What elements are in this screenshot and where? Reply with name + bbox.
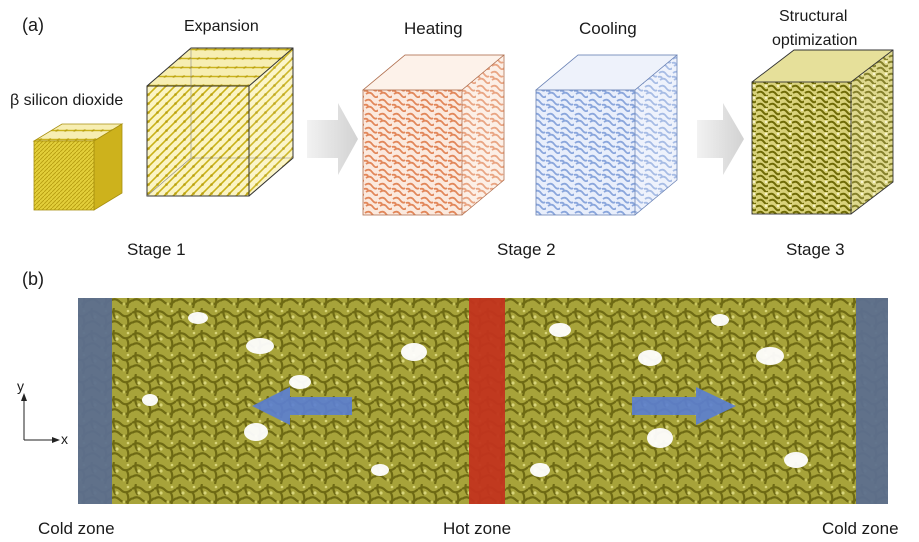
cooling-label: Cooling (579, 19, 637, 38)
heating-structure-box (361, 54, 506, 216)
optimized-structure-box (751, 49, 894, 215)
hot-zone (469, 298, 505, 504)
hot-zone-label: Hot zone (443, 519, 512, 538)
structural-label: Structural (779, 8, 848, 25)
cold-zone-right-label: Cold zone (822, 519, 899, 538)
axis-y-label: y (17, 378, 24, 394)
panel-b-label: (b) (22, 269, 44, 289)
stage-2-label: Stage 2 (497, 240, 556, 259)
cold-zone-left (78, 298, 112, 504)
stage-1-label: Stage 1 (127, 240, 186, 259)
coordinate-axes-icon (21, 393, 60, 443)
process-arrow-2 (697, 103, 744, 175)
process-arrow-1 (307, 103, 358, 175)
cooling-structure-box (534, 54, 679, 216)
expanded-crystal-box (146, 47, 294, 197)
cold-zone-left-label: Cold zone (38, 519, 115, 538)
heat-flow-arrow-left (252, 387, 352, 425)
heat-flow-arrow-right (632, 387, 736, 425)
panel-a-label: (a) (22, 15, 44, 35)
heating-label: Heating (404, 19, 463, 38)
source-material-label: β silicon dioxide (10, 92, 124, 109)
cold-zone-right (856, 298, 888, 504)
optimization-label: optimization (772, 32, 858, 49)
stage-3-label: Stage 3 (786, 240, 845, 259)
axis-x-label: x (61, 431, 68, 447)
beta-silicon-dioxide-crystal (32, 123, 124, 211)
expansion-label: Expansion (184, 18, 259, 35)
